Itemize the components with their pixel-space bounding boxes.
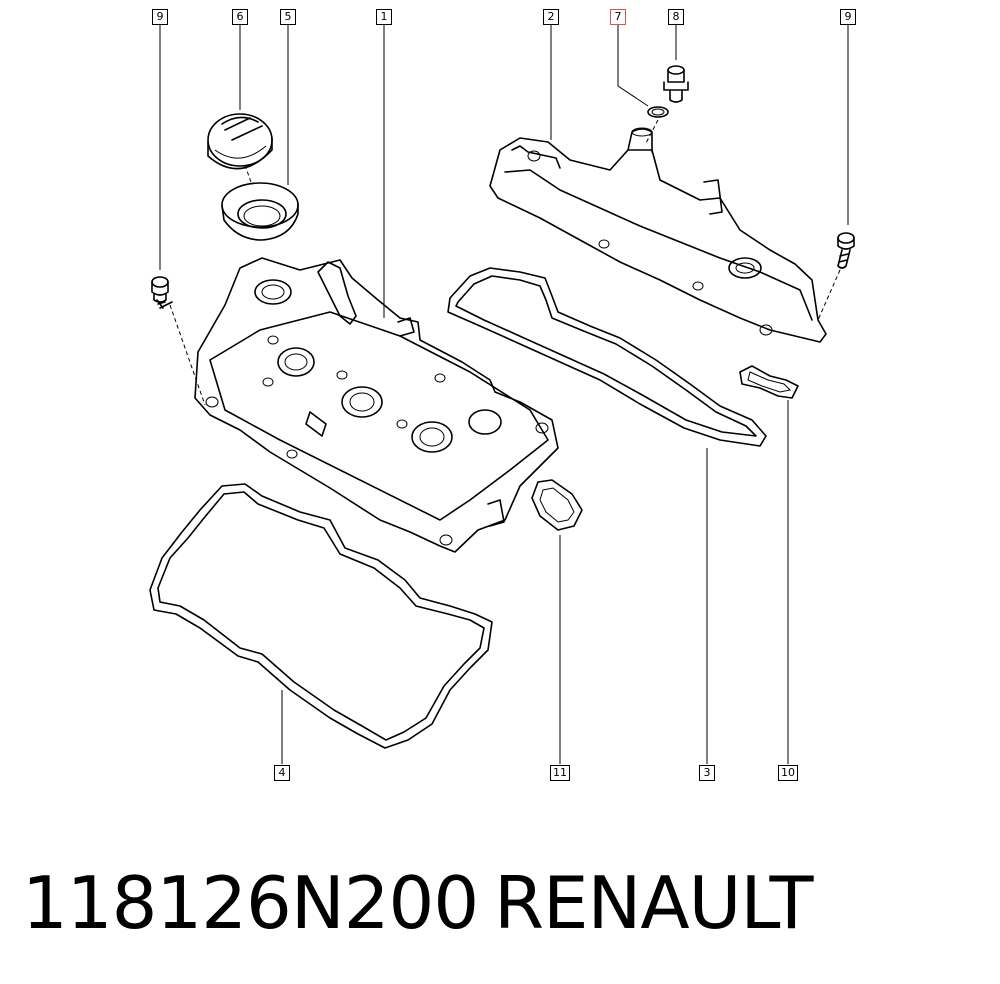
callout-1: 1 [376, 9, 392, 25]
rocker-cover-left [194, 257, 559, 553]
cap-seal [221, 182, 299, 241]
callout-10: 10 [778, 765, 798, 781]
seal-small [531, 479, 583, 531]
rocker-cover-gasket-left [149, 483, 493, 749]
callout-5: 5 [280, 9, 296, 25]
rocker-cover-right [489, 127, 827, 343]
brand-name: RENAULT [494, 861, 814, 945]
seal-flange [739, 365, 799, 399]
bolt-right [837, 232, 855, 269]
o-ring [647, 106, 669, 118]
callout-9-left: 9 [152, 9, 168, 25]
bolt-left [151, 276, 173, 309]
callout-8: 8 [668, 9, 684, 25]
callout-7: 7 [610, 9, 626, 25]
callout-6: 6 [232, 9, 248, 25]
rocker-cover-gasket-right [447, 267, 767, 447]
pcv-valve [663, 65, 689, 103]
part-number: 118126N200 [22, 861, 479, 945]
callout-9-right: 9 [840, 9, 856, 25]
oil-filler-cap [207, 113, 273, 170]
callout-4: 4 [274, 765, 290, 781]
callout-2: 2 [543, 9, 559, 25]
callout-11: 11 [550, 765, 570, 781]
callout-3: 3 [699, 765, 715, 781]
leader-lines [159, 25, 849, 764]
